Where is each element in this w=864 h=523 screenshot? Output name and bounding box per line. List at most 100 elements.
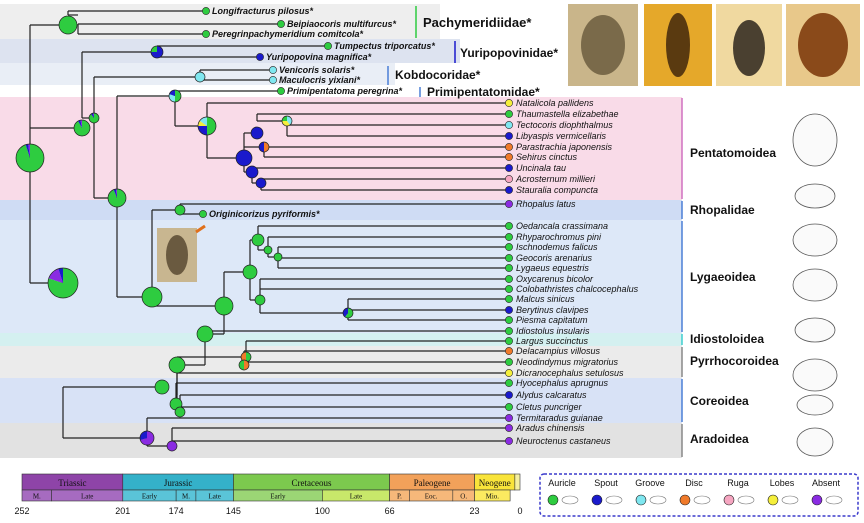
tip-label: Natalicola pallidens — [516, 98, 594, 108]
tip-label: Geocoris arenarius — [516, 253, 593, 263]
tip-state-dot — [505, 414, 513, 422]
legend-swatch — [723, 494, 735, 506]
tip-label: Largus succinctus — [516, 336, 589, 346]
timescale-tick: 174 — [169, 506, 184, 516]
node-pie — [255, 177, 267, 189]
ancestral-state-pies — [15, 15, 354, 452]
legend-label: Spout — [594, 478, 618, 488]
tip-state-dot — [505, 110, 513, 118]
clade-label-pachymeridiidae: Pachymeridiidae* — [423, 15, 532, 30]
legend-box — [539, 473, 859, 517]
tip-state-dot — [505, 222, 513, 230]
tip-label: Uncinala tau — [516, 163, 566, 173]
tip-label: Peregrinpachymeridium comitcola* — [212, 29, 364, 39]
tip-state-dot — [269, 66, 277, 74]
timescale-tick: 145 — [226, 506, 241, 516]
clade-label-coreoidea: Coreoidea — [690, 394, 749, 408]
timescale-epoch-label: O. — [460, 493, 467, 501]
tip-state-dot — [505, 164, 513, 172]
clade-label-primipentatomidae: Primipentatomidae* — [427, 85, 540, 99]
clade-bands — [0, 4, 682, 458]
tip-label: Venicoris solaris* — [279, 65, 355, 75]
node-pie — [47, 267, 79, 299]
legend-swatch — [811, 494, 823, 506]
insect-drawings — [792, 113, 838, 457]
tip-label: Delacampius villosus — [516, 346, 601, 356]
node-pie — [254, 294, 266, 306]
tip-label: Oedancala crassimana — [516, 221, 608, 231]
tip-state-dot — [505, 153, 513, 161]
timescale-period-label: Cretaceous — [292, 478, 332, 488]
node-pie — [238, 359, 250, 371]
tip-state-dot — [505, 391, 513, 399]
node-pie — [141, 286, 163, 308]
clade-label-rhopalidae: Rhopalidae — [690, 203, 755, 217]
timescale-epoch-label: M. — [182, 493, 190, 501]
timescale-period-label: Triassic — [58, 478, 86, 488]
timescale-tick: 66 — [385, 506, 395, 516]
tip-state-dot — [505, 275, 513, 283]
tip-state-dot — [202, 30, 210, 38]
timescale-period — [514, 473, 521, 491]
tip-label: Idiostolus insularis — [516, 326, 590, 336]
tip-label: Neuroctenus castaneus — [516, 436, 611, 446]
node-pie — [263, 245, 273, 255]
legend-swatch — [679, 494, 691, 506]
timescale-tick: 23 — [470, 506, 480, 516]
tip-label: Malcus sinicus — [516, 294, 575, 304]
node-pie — [88, 112, 100, 124]
timescale-tick: 0 — [517, 506, 522, 516]
tip-state-dot — [505, 424, 513, 432]
tip-state-dot — [199, 210, 207, 218]
tip-label: Hyocephalus aprugnus — [516, 378, 609, 388]
tip-label: Berytinus clavipes — [516, 305, 589, 315]
tip-label: Libyaspis vermicellaris — [516, 131, 607, 141]
node-pie — [251, 233, 265, 247]
tip-state-dot — [324, 42, 332, 50]
clade-bars — [387, 6, 683, 457]
timescale-epoch-label: Late — [81, 493, 93, 501]
legend-shape-icon — [781, 495, 799, 505]
node-pie — [166, 440, 178, 452]
tip-state-dot — [256, 53, 264, 61]
tip-state-dot — [505, 316, 513, 324]
node-pie — [15, 143, 45, 173]
node-pie — [107, 188, 127, 208]
legend-label: Absent — [812, 478, 841, 488]
timescale-epoch-label: M. — [33, 493, 41, 501]
timescale-epoch-label: Late — [208, 493, 220, 501]
tip-state-dot — [505, 403, 513, 411]
node-pie — [139, 430, 155, 446]
tip-label: Aradus chinensis — [515, 423, 585, 433]
legend-label: Ruga — [727, 478, 749, 488]
legend-label: Groove — [635, 478, 665, 488]
legend-swatch — [635, 494, 647, 506]
tip-label: Cletus puncriger — [516, 402, 583, 412]
timescale-period-label: Jurassic — [164, 478, 193, 488]
node-pie — [197, 116, 217, 136]
node-pie — [196, 325, 214, 343]
legend-swatch — [591, 494, 603, 506]
tip-label: Alydus calcaratus — [515, 390, 587, 400]
tip-label: Lygaeus equestris — [516, 263, 589, 273]
node-pie — [73, 119, 91, 137]
node-pie — [235, 149, 253, 167]
legend-shape-icon — [693, 495, 711, 505]
tip-label: Primipentatoma peregrina* — [287, 86, 403, 96]
fossil-photos — [157, 4, 860, 282]
tip-label: Maculocris yixiani* — [279, 75, 361, 85]
timescale-tick: 100 — [315, 506, 330, 516]
node-pie — [214, 296, 234, 316]
tip-labels: Longifracturus pilosus*Beipiaocoris mult… — [199, 6, 639, 446]
tip-state-dot — [505, 121, 513, 129]
timescale-epoch-label: Eoc. — [425, 493, 438, 501]
tip-state-dot — [505, 327, 513, 335]
tip-state-dot — [505, 243, 513, 251]
tip-state-dot — [505, 358, 513, 366]
node-pie — [281, 115, 293, 127]
node-pie — [245, 165, 259, 179]
clade-label-idiostoloidea: Idiostoloidea — [690, 332, 764, 346]
tip-state-dot — [505, 254, 513, 262]
tip-label: Parastrachia japonensis — [516, 142, 613, 152]
